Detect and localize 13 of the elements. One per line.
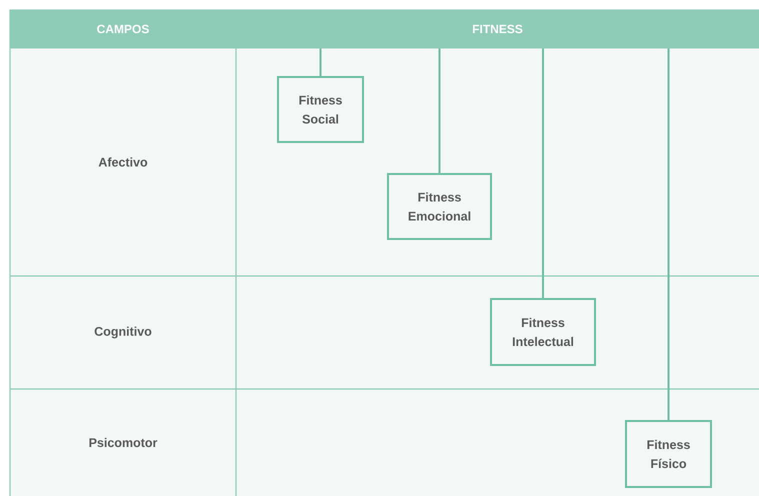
text-box: Fitness Social bbox=[277, 76, 364, 143]
text-box: Fitness Emocional bbox=[387, 173, 492, 240]
connector-line bbox=[320, 48, 322, 76]
row-label: Cognitivo bbox=[94, 326, 152, 338]
header-cell: CAMPOS bbox=[10, 10, 236, 48]
connector-line bbox=[438, 48, 440, 173]
text-box: Fitness Físico bbox=[625, 420, 712, 488]
connector-line bbox=[542, 48, 544, 298]
row-label: Afectivo bbox=[98, 157, 148, 167]
connector-line bbox=[668, 48, 670, 420]
text-box: Fitness Intelectual bbox=[490, 298, 596, 366]
node-label: FITNESS bbox=[472, 24, 522, 34]
row-label: Psicomotor bbox=[89, 438, 158, 448]
